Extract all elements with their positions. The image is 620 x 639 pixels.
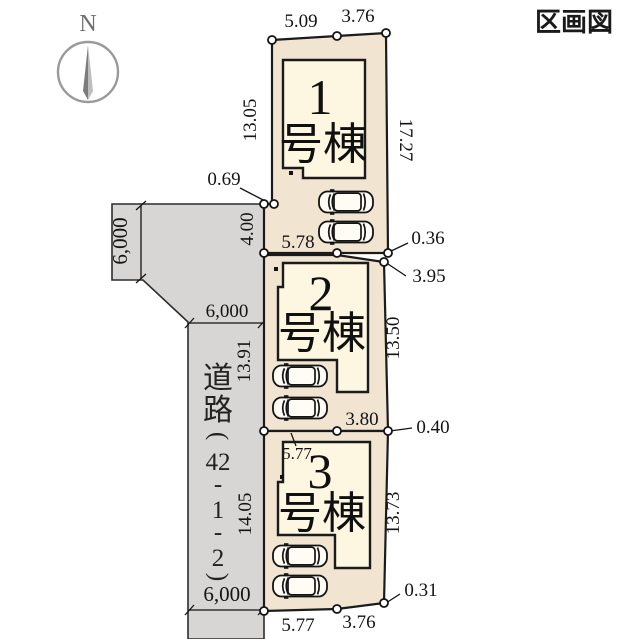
road-label: 道 路 ( 42 - 1 - 2 ) xyxy=(203,362,233,581)
dim-right-offset-1: 0.36 xyxy=(411,228,444,249)
car-icon xyxy=(318,218,374,246)
dim-lot1-right: 17.27 xyxy=(395,119,416,162)
car-icon xyxy=(272,362,328,390)
dim-lot3-left: 14.05 xyxy=(235,493,256,536)
dim-lot2-right: 13.50 xyxy=(383,317,404,360)
dim-lot3-inner-top: 5.77 xyxy=(282,444,312,463)
svg-text:-: - xyxy=(214,519,222,546)
svg-text:42: 42 xyxy=(206,449,231,476)
building-3-outline xyxy=(276,440,372,570)
building-3-label: 号棟 xyxy=(278,489,366,538)
dim-lot1-jog: 0.69 xyxy=(207,169,240,190)
building-1-label: 号棟 xyxy=(279,120,367,169)
svg-text:道: 道 xyxy=(203,362,233,395)
dim-lot2-bottom: 3.80 xyxy=(345,409,378,430)
building-1-outline xyxy=(281,58,367,180)
dim-lot1-left-lower: 4.00 xyxy=(237,212,258,245)
road-width-left: 6,000 xyxy=(108,217,132,264)
building-1-number: 1 xyxy=(308,69,333,125)
dim-right-offset-2: 0.40 xyxy=(416,417,449,438)
dim-lot3-right: 13.73 xyxy=(383,492,404,535)
dim-bottom-edge-left: 5.77 xyxy=(281,615,314,636)
leader-5.77 xyxy=(290,432,297,447)
dim-lot2-top-right: 3.95 xyxy=(412,266,445,287)
svg-text:2: 2 xyxy=(212,545,225,572)
dim-bottom-edge-right: 3.76 xyxy=(342,612,375,633)
dim-top-edge-right: 3.76 xyxy=(341,6,374,27)
building-2-entry-dot xyxy=(274,267,278,271)
compass-needle-left xyxy=(83,45,88,100)
building-3-entry-dot xyxy=(280,475,284,479)
car-icon xyxy=(272,572,328,600)
svg-text:(: ( xyxy=(205,432,232,440)
car-icon xyxy=(272,394,328,422)
tick xyxy=(135,273,147,284)
tick xyxy=(135,200,147,211)
tick xyxy=(184,317,195,329)
dim-right-offset-3: 0.31 xyxy=(404,580,437,601)
svg-text:): ) xyxy=(205,573,232,581)
road-width-mid: 6,000 xyxy=(206,301,249,322)
road-width-bottom: 6,000 xyxy=(203,582,250,606)
building-1-entry-dot xyxy=(289,171,293,175)
building-2-number: 2 xyxy=(309,265,334,321)
dim-lot2-left: 13.91 xyxy=(234,340,255,383)
dim-lot1-bottom: 5.78 xyxy=(281,232,314,253)
compass-needle-right xyxy=(88,45,93,100)
svg-text:路: 路 xyxy=(203,394,233,427)
page-title: 区画図 xyxy=(535,7,613,37)
dim-lot1-left: 13.05 xyxy=(240,99,261,142)
compass: N xyxy=(56,11,120,104)
dim-top-edge-left: 5.09 xyxy=(284,11,317,32)
svg-text:1: 1 xyxy=(212,497,225,524)
leader-0.40 xyxy=(389,427,413,432)
boundary-vertices xyxy=(259,28,393,616)
car-icon xyxy=(318,188,374,216)
tick xyxy=(184,604,195,616)
building-2-outline xyxy=(276,261,370,394)
leader-3.95 xyxy=(384,261,407,277)
svg-text:-: - xyxy=(214,471,222,498)
building-3-number: 3 xyxy=(308,443,333,499)
compass-north-label: N xyxy=(79,11,96,37)
building-2-label: 号棟 xyxy=(278,309,366,358)
car-icon xyxy=(272,542,328,570)
